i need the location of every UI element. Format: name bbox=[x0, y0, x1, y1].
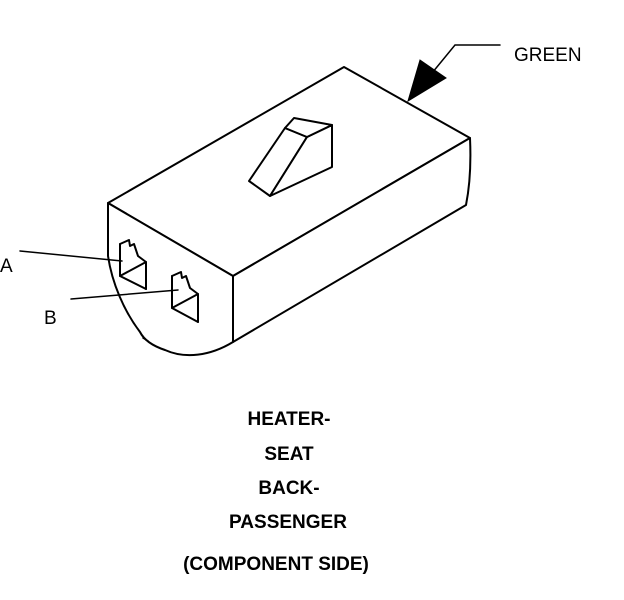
title-line-2: SEAT bbox=[264, 444, 314, 465]
locking-tab-top bbox=[284, 117, 333, 138]
terminal-cavity-a bbox=[119, 239, 147, 290]
title-subtitle: (COMPONENT SIDE) bbox=[183, 554, 369, 575]
wire-color-label: GREEN bbox=[514, 45, 582, 66]
leader-line-a bbox=[19, 250, 123, 262]
title-line-4: PASSENGER bbox=[229, 512, 347, 533]
terminal-a-label: A bbox=[0, 256, 13, 277]
front-face-notch bbox=[142, 337, 149, 342]
title-line-1: HEATER- bbox=[247, 409, 330, 430]
locking-tab bbox=[248, 117, 333, 197]
title-line-3: BACK- bbox=[258, 478, 319, 499]
terminal-cavity-b bbox=[171, 271, 199, 323]
connector-body bbox=[107, 66, 472, 357]
title-block: HEATER- SEAT BACK- PASSENGER (COMPONENT … bbox=[183, 409, 369, 575]
leader-line-b bbox=[70, 289, 179, 300]
connector-side-face bbox=[232, 137, 472, 343]
terminal-b-label: B bbox=[44, 308, 57, 329]
leader-arrowhead-icon bbox=[407, 59, 447, 103]
